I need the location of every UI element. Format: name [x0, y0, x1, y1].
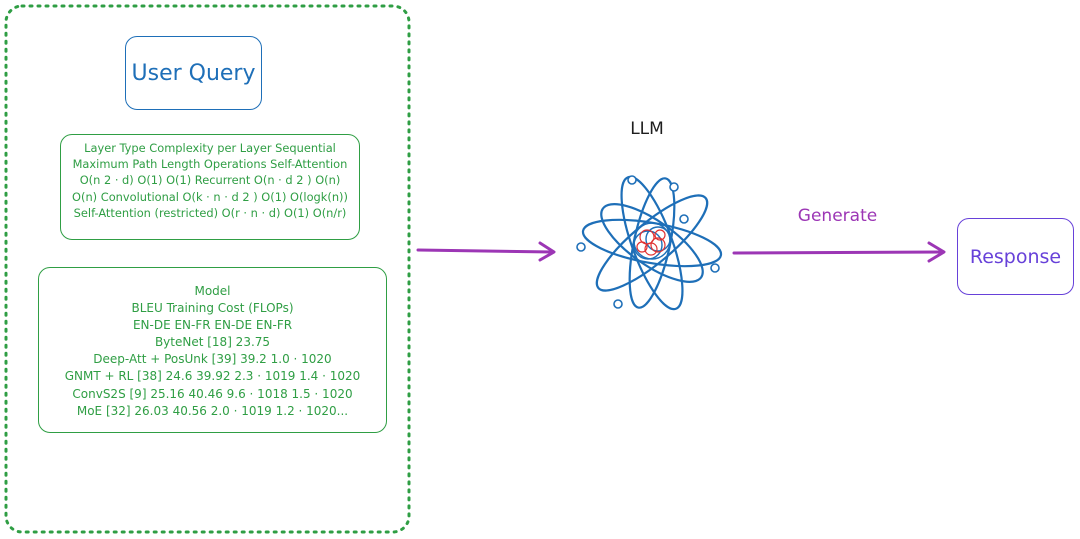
results-line: ByteNet [18] 23.75	[154, 335, 271, 350]
complexity-table-text: Layer Type Complexity per Layer Sequenti…	[72, 141, 348, 220]
llm-label: LLM	[630, 119, 664, 139]
results-line: ConvS2S [9] 25.16 40.46 9.6 · 1018 1.5 ·…	[72, 386, 353, 401]
results-line: MoE [32] 26.03 40.56 2.0 · 1019 1.2 · 10…	[76, 403, 349, 418]
atom-icon	[576, 175, 723, 311]
complexity-table-box: Layer Type Complexity per Layer Sequenti…	[60, 134, 360, 240]
results-line: Deep-Att + PosUnk [39] 39.2 1.0 · 1020	[93, 352, 332, 367]
results-line: EN-DE EN-FR EN-DE EN-FR	[132, 318, 293, 333]
user-query-box: User Query	[125, 36, 262, 110]
results-line: GNMT + RL [38] 24.6 39.92 2.3 · 1019 1.4…	[64, 369, 361, 384]
results-table-box: Model BLEU Training Cost (FLOPs) EN-DE E…	[38, 267, 387, 433]
results-line: BLEU Training Cost (FLOPs)	[131, 301, 294, 316]
generate-label: Generate	[797, 206, 878, 226]
response-label: Response	[969, 245, 1062, 268]
user-query-label: User Query	[131, 60, 256, 86]
response-box: Response	[957, 218, 1074, 295]
results-line: Model	[194, 284, 231, 298]
